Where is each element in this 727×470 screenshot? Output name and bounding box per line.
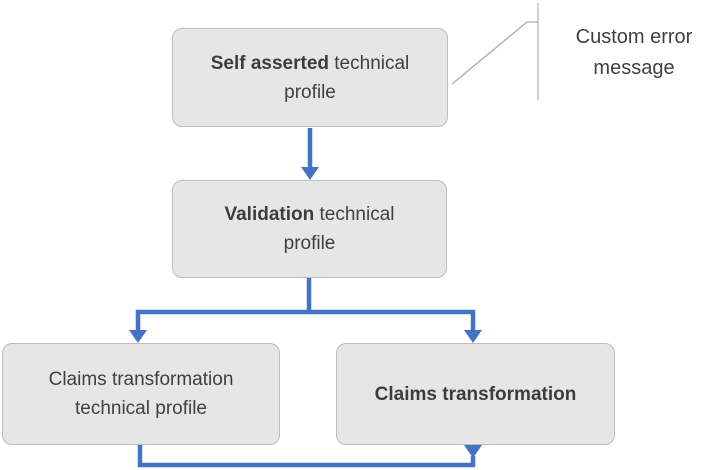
node-label: Self asserted technical profile xyxy=(210,52,410,103)
branch-horizontal xyxy=(135,309,476,332)
callout-custom-error-message: Custom error message xyxy=(575,26,693,79)
arrow-to-claims-transformation-head xyxy=(464,330,482,343)
bottom-loop-connector xyxy=(137,445,476,468)
node-label: Claims transformation xyxy=(374,383,577,405)
node-self-asserted-technical-profile: Self asserted technical profile xyxy=(172,28,448,127)
node-claims-transformation: Claims transformation xyxy=(336,343,615,445)
arrow-self-to-validation-head xyxy=(301,167,319,180)
bottom-loop-arrow-head xyxy=(464,445,482,458)
arrow-to-claims-tp-head xyxy=(129,330,147,343)
node-label: Validation technical profile xyxy=(224,204,395,254)
callout-leader-line xyxy=(451,21,538,85)
node-validation-technical-profile: Validation technical profile xyxy=(172,180,447,278)
node-label: Claims transformation technical profile xyxy=(48,369,234,419)
node-claims-transformation-technical-profile: Claims transformation technical profile xyxy=(2,343,280,445)
